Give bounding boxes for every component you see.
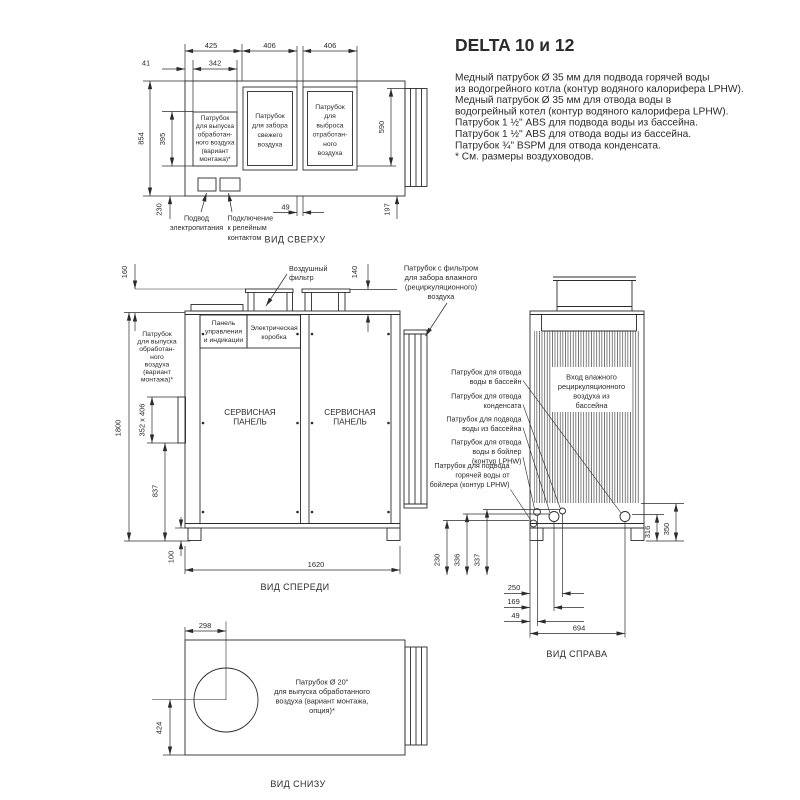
front-view-caption: ВИД СПЕРЕДИ <box>260 582 329 592</box>
top-view-caption: ВИД СВЕРХУ <box>265 235 326 245</box>
recirc-air-grille <box>534 331 639 503</box>
front-left-leg <box>187 527 202 541</box>
dim-336: 336 <box>453 554 462 567</box>
notes-text: Медный патрубок Ø 35 мм для подвода горя… <box>455 72 744 163</box>
bottom-view-caption: ВИД СНИЗУ <box>270 779 325 789</box>
dim-425: 425 <box>205 41 218 50</box>
dim-854: 854 <box>137 132 146 145</box>
dim-590: 590 <box>377 121 386 134</box>
top-view-dimensions: 425 406 406 41 342 854 395 590 230 <box>137 41 405 219</box>
right-view-right-leg <box>630 527 645 541</box>
dim-250: 250 <box>508 583 521 592</box>
dim-140: 140 <box>350 266 359 279</box>
bottom-view-dimensions: 298 424 <box>155 621 226 756</box>
title-block: DELTA 10 и 12 Медный патрубок Ø 35 мм дл… <box>455 35 744 163</box>
page-title: DELTA 10 и 12 <box>455 35 575 55</box>
dim-837: 837 <box>151 485 160 498</box>
bottom-side-flange <box>404 646 428 746</box>
dim-100: 100 <box>167 551 176 564</box>
dim-350: 350 <box>662 523 671 536</box>
bottom-view: 298 424 Патрубок Ø 20"для выпуска обрабо… <box>152 621 428 789</box>
front-side-flange <box>403 329 428 509</box>
exhaust-duct-variant-box <box>192 111 238 167</box>
dim-316: 316 <box>643 526 652 539</box>
roof-spigot-fresh <box>245 288 294 311</box>
dim-169: 169 <box>507 597 520 606</box>
right-view-caption: ВИД СПРАВА <box>546 649 607 659</box>
dim-49-top: 49 <box>281 203 289 212</box>
dim-694: 694 <box>573 624 586 633</box>
right-roof-spigot <box>553 276 636 311</box>
dim-298: 298 <box>199 621 212 630</box>
dim-406-b: 406 <box>324 41 337 50</box>
relay-leader <box>227 192 233 213</box>
dim-337: 337 <box>473 554 482 567</box>
dim-342: 342 <box>209 59 222 68</box>
right-view-left-leg <box>529 527 544 541</box>
relay-terminal-box <box>219 177 241 192</box>
dim-1800: 1800 <box>114 420 123 437</box>
electrical-box <box>246 314 301 349</box>
roof-strip <box>190 304 244 312</box>
dim-197: 197 <box>383 203 392 216</box>
air-filter-leader <box>265 273 288 307</box>
right-unit-outline <box>529 310 645 529</box>
dim-1620: 1620 <box>308 560 325 569</box>
grille-frame <box>541 315 637 332</box>
front-right-leg <box>386 527 401 541</box>
dim-230-right: 230 <box>433 554 442 567</box>
dim-352x406: 352 x 406 <box>138 404 147 437</box>
dim-424: 424 <box>155 722 164 735</box>
dim-406-a: 406 <box>263 41 276 50</box>
dim-230-top: 230 <box>155 203 164 216</box>
side-duct-spigot <box>177 396 186 444</box>
pipe-connections <box>529 507 631 528</box>
dim-41: 41 <box>142 59 150 68</box>
grille-label-window <box>551 367 632 412</box>
power-leader <box>200 192 207 213</box>
fresh-air-duct-box <box>242 86 298 171</box>
right-view-dimensions: 230 336 337 316 350 250 169 49 <box>433 503 684 638</box>
top-unit-outline <box>184 80 406 197</box>
dim-395: 395 <box>158 133 167 146</box>
pipe-leaders <box>510 380 622 521</box>
discharge-duct-box <box>302 86 358 171</box>
roof-spigot-discharge <box>301 288 351 311</box>
power-terminal-box <box>197 177 217 192</box>
panel-fasteners <box>201 332 390 514</box>
top-side-flange <box>404 88 428 187</box>
recirc-duct-leader <box>425 302 448 337</box>
dim-160: 160 <box>120 266 129 279</box>
front-view-dimensions: 160 140 1800 352 x 406 837 100 1620 <box>114 264 401 574</box>
dim-49-right: 49 <box>511 611 519 620</box>
